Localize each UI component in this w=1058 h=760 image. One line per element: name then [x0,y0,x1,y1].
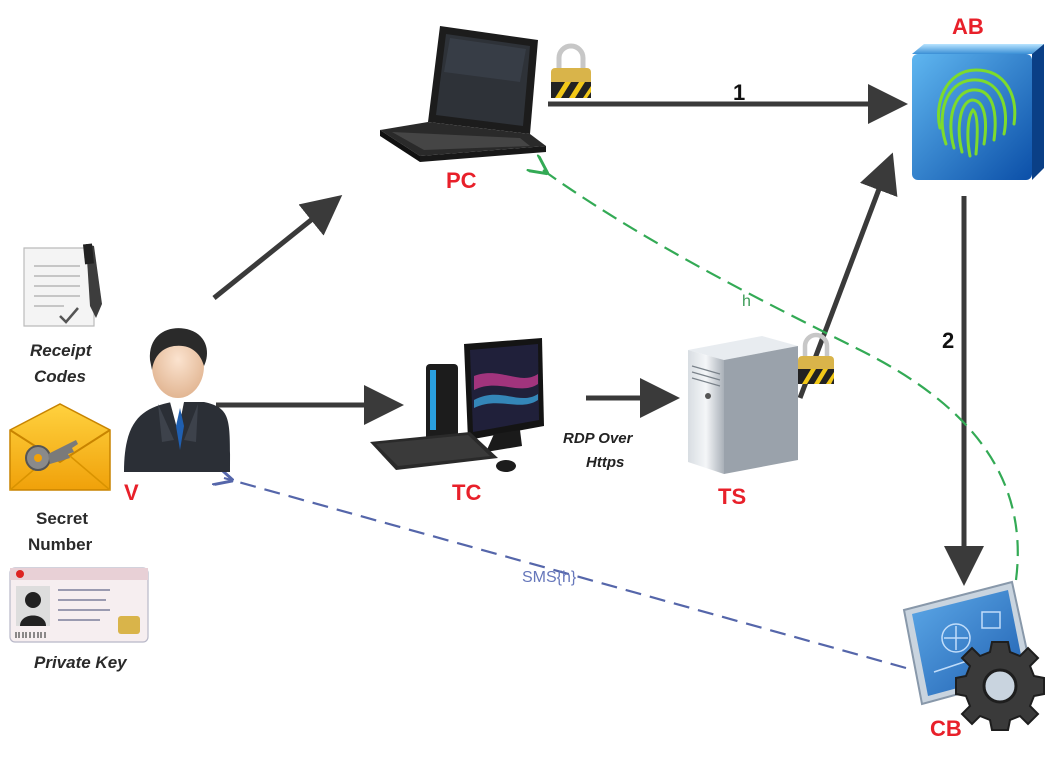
user-icon [124,328,231,472]
document-pen-icon [23,243,102,327]
desktop-computer-icon [370,338,544,472]
laptop-icon [380,26,546,162]
node-label-pc: PC [446,168,477,193]
edge-v-to-pc [212,194,343,300]
node-label-cb: CB [930,716,962,741]
node-label-tc: TC [452,480,481,505]
blueprint-gear-icon [902,580,1045,731]
id-card-icon [9,567,149,643]
node-label-v: V [124,480,139,505]
edge-label-sms: SMS{h} [522,569,577,586]
envelope-key-icon [9,403,111,491]
padlock-icon [798,332,834,384]
edge-label-h: h [742,293,751,310]
secret-number-label-1: Secret [36,509,88,528]
node-label-ts: TS [718,484,746,509]
receipt-codes-label-1: Receipt [30,341,93,360]
edge-label-2: 2 [942,328,954,353]
server-tower-icon [688,336,798,474]
edge-cb-to-pc [540,168,1019,581]
fingerprint-server-icon [912,44,1044,180]
edge-label-1: 1 [733,80,745,105]
edge-label-rdp-line1: RDP Over [563,430,634,447]
edge-cb-to-v [224,478,907,670]
secret-number-label-2: Number [28,535,93,554]
receipt-codes-label-2: Codes [34,367,86,386]
edge-label-rdp-line2: Https [586,454,624,471]
padlock-icon [551,43,591,98]
private-key-label: Private Key [34,653,128,672]
node-label-ab: AB [952,14,984,39]
